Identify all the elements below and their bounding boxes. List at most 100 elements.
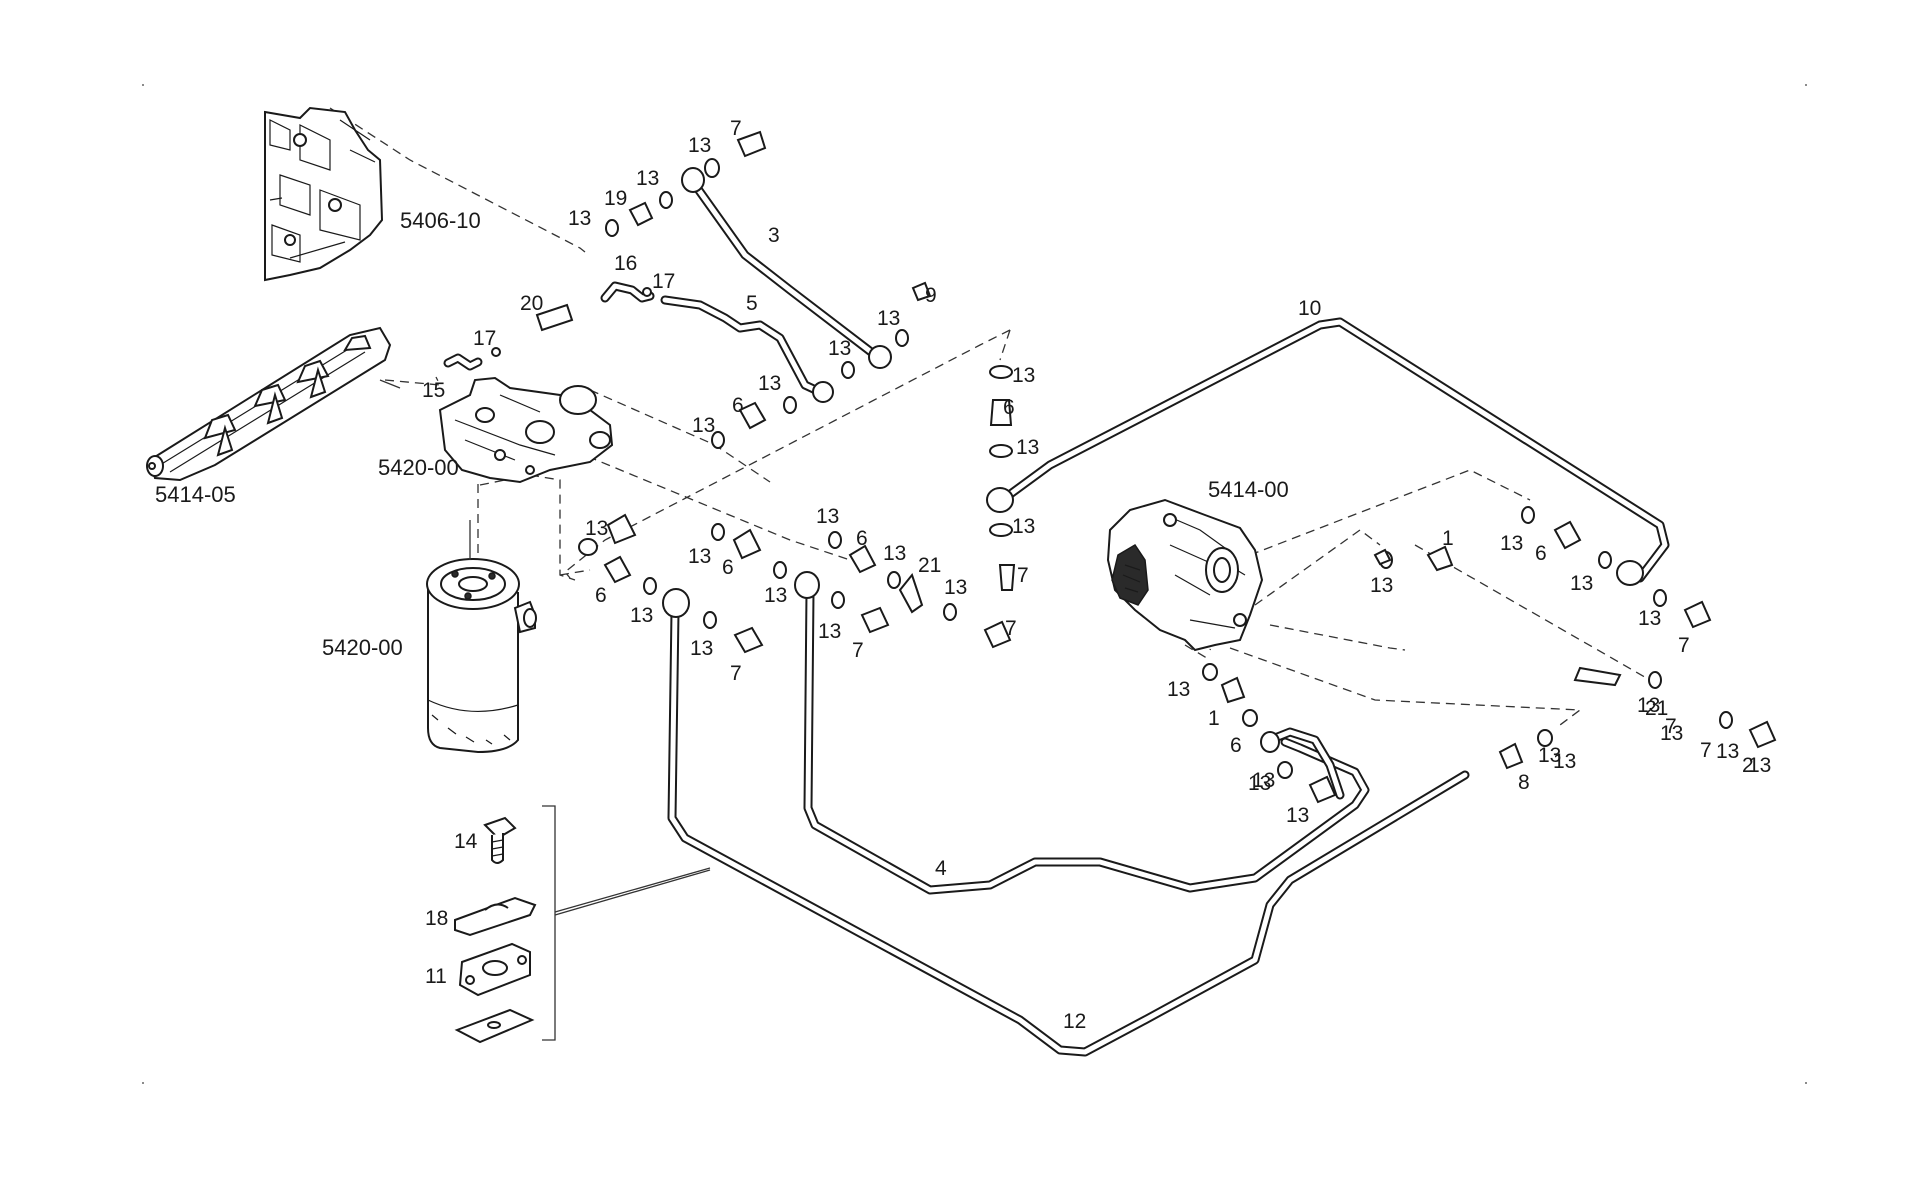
callout: 13 <box>1716 740 1739 763</box>
callout: 6 <box>595 584 607 607</box>
callout: 7 <box>730 117 742 140</box>
filter-cartridge-5420-00 <box>426 520 537 754</box>
callout: 19 <box>604 187 627 210</box>
plate-11 <box>454 1008 535 1044</box>
callout: 13 <box>630 604 653 627</box>
callout: 6 <box>722 556 734 579</box>
callout: 3 <box>768 224 780 247</box>
dashed-leader-lines <box>329 107 1651 726</box>
callout: 2 <box>1742 754 1754 777</box>
callout: 7 <box>852 639 864 662</box>
group-label-5414-00: 5414-00 <box>1208 477 1289 502</box>
callout: 13 <box>1637 694 1660 717</box>
callout: 6 <box>1003 396 1015 419</box>
callout-labels: 13 7 13 19 13 3 16 17 20 5 13 9 17 13 15… <box>422 117 1771 1033</box>
callout: 13 <box>828 337 851 360</box>
fittings <box>491 130 1777 804</box>
callout: 1 <box>1442 527 1454 550</box>
callout: 10 <box>1298 297 1321 320</box>
group-label-5420-00-filter: 5420-00 <box>322 635 403 660</box>
callout: 6 <box>1535 542 1547 565</box>
pipe-4 <box>667 607 1470 1057</box>
callout: 13 <box>818 620 841 643</box>
callout: 13 <box>1370 574 1393 597</box>
pipe-5 <box>660 295 825 397</box>
crop-marks <box>142 84 1807 1084</box>
cylinder-head-5406-10 <box>264 106 384 282</box>
group-label-5414-05: 5414-05 <box>155 482 236 507</box>
callout: 13 <box>1500 532 1523 555</box>
clamp-block-18 <box>458 942 531 997</box>
callout: 13 <box>877 307 900 330</box>
callout: 13 <box>1248 772 1271 795</box>
callout: 13 <box>1012 515 1035 538</box>
callout: 13 <box>1167 678 1190 701</box>
callout: 13 <box>944 576 967 599</box>
callout: 13 <box>1538 744 1561 767</box>
unions <box>491 201 1582 770</box>
clamp-half-14 <box>454 896 537 937</box>
callout: 13 <box>690 637 713 660</box>
callout: 16 <box>614 252 637 275</box>
callout: 21 <box>918 554 941 577</box>
callout: 13 <box>1286 804 1309 827</box>
callout: 7 <box>1678 634 1690 657</box>
callout: 7 <box>1700 739 1712 762</box>
callout: 15 <box>422 379 445 402</box>
callout: 13 <box>688 134 711 157</box>
callout: 7 <box>1005 617 1017 640</box>
fuel-rail-5414-05 <box>146 326 401 482</box>
callout: 13 <box>1748 754 1771 777</box>
callout: 20 <box>520 292 543 315</box>
callout: 13 <box>1012 364 1035 387</box>
callout: 17 <box>652 270 675 293</box>
callout: 13 <box>1570 572 1593 595</box>
callout: 6 <box>856 527 868 550</box>
pipe-2 <box>803 587 1370 895</box>
callout: 13 <box>692 414 715 437</box>
callout: 13 <box>688 545 711 568</box>
pipe-10 <box>1000 317 1670 583</box>
callout: 11 <box>425 965 447 988</box>
callout: 7 <box>730 662 742 685</box>
callout: 21 <box>1645 697 1668 720</box>
pipe-1-13-link <box>1265 727 1345 800</box>
clamp-assembly <box>454 805 711 1044</box>
group-label-5420-00-head: 5420-00 <box>378 455 459 480</box>
callout: 8 <box>1518 771 1530 794</box>
callout: 5 <box>746 292 758 315</box>
washers <box>578 158 1733 779</box>
callout: 14 <box>454 830 478 853</box>
callout: 6 <box>732 394 744 417</box>
callout: 13 <box>585 517 608 540</box>
banjo-eyes <box>662 167 1644 753</box>
pipe-3 <box>688 177 885 365</box>
injection-pump-5414-00 <box>1106 498 1264 652</box>
filter-head-5420-00 <box>438 376 614 484</box>
callout: 13 <box>1660 722 1683 745</box>
callout: 18 <box>425 907 448 930</box>
callout: 4 <box>935 857 947 880</box>
group-label-5406-10: 5406-10 <box>400 208 481 233</box>
callout: 13 <box>1553 750 1576 773</box>
callout: 13 <box>758 372 781 395</box>
callout: 7 <box>1665 715 1677 738</box>
group-labels: 5406-10 5414-05 5420-00 5420-00 5414-00 <box>155 208 1289 660</box>
callout: 13 <box>1252 769 1275 792</box>
callout: 9 <box>925 284 937 307</box>
callout: 13 <box>568 207 591 230</box>
bolts <box>733 130 1777 804</box>
callout: 17 <box>473 327 496 350</box>
callout: 12 <box>1063 1010 1086 1033</box>
callout: 13 <box>1016 436 1039 459</box>
callout: 6 <box>1230 734 1242 757</box>
callout: 13 <box>1638 607 1661 630</box>
callout: 13 <box>816 505 839 528</box>
callout: 13 <box>764 584 787 607</box>
callout: 7 <box>1017 564 1029 587</box>
pipe-16-17-hose <box>600 281 655 303</box>
pipe-15-hose <box>443 353 483 371</box>
callout: 13 <box>883 542 906 565</box>
callout: 13 <box>636 167 659 190</box>
